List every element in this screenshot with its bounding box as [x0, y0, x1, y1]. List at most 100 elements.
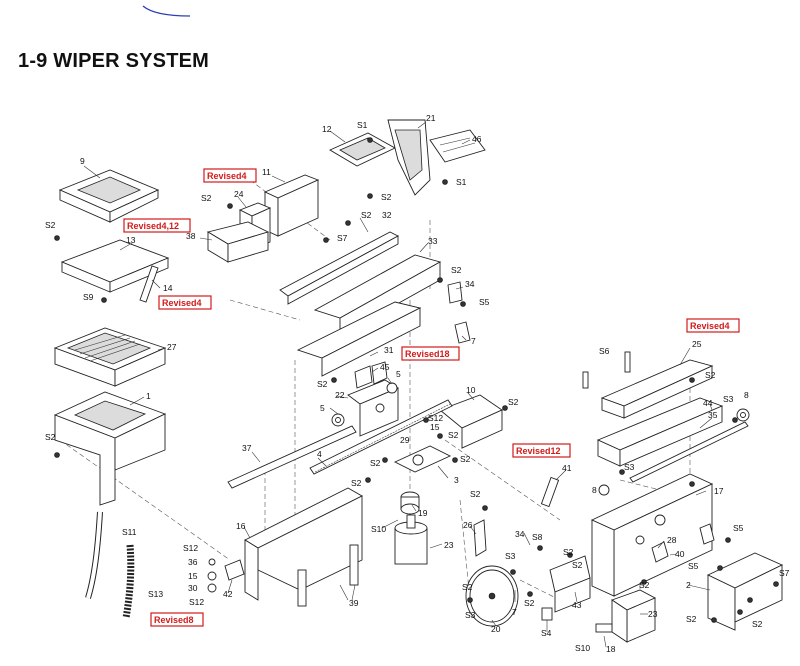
- part-28-40-clips: [651, 523, 715, 563]
- part-label: S2: [639, 580, 650, 590]
- part-label: S10: [371, 524, 386, 534]
- part-22-bearing-block: [347, 379, 399, 437]
- part-44-tray: [596, 397, 724, 467]
- part-label: 7: [471, 336, 476, 346]
- part-label: S7: [337, 233, 348, 243]
- part-label: S13: [148, 589, 163, 599]
- part-label: S2: [524, 598, 535, 608]
- part-7-connector: [454, 321, 471, 344]
- part-label: S2: [370, 458, 381, 468]
- part-36-30-washers: [207, 558, 217, 593]
- part-S4-clip: [541, 607, 553, 621]
- part-label: 36: [188, 557, 198, 567]
- part-label: S5: [479, 297, 490, 307]
- part-label: 32: [382, 210, 392, 220]
- revision-tags: Revised4 Revised4,12 Revised4 Revised18 …: [123, 168, 740, 627]
- part-label: 27: [167, 342, 177, 352]
- svg-text:Revised18: Revised18: [405, 349, 450, 359]
- part-label: 33: [428, 236, 438, 246]
- part-label: S3: [505, 551, 516, 561]
- part-label: 43: [572, 600, 582, 610]
- part-label: 7: [512, 607, 517, 617]
- part-label: 15: [188, 571, 198, 581]
- part-9-cover: [58, 169, 160, 223]
- part-label: 38: [186, 231, 196, 241]
- svg-text:Revised4: Revised4: [690, 321, 730, 331]
- part-S11-tube: [85, 511, 103, 599]
- part-labels: 9 S2 13 14 S9 27 1 S2 S11 S13 11 S2 24 3…: [45, 113, 790, 654]
- part-31-rail: [296, 301, 422, 377]
- revision-tag: Revised4: [158, 295, 212, 310]
- part-label: S8: [532, 532, 543, 542]
- part-label: S2: [201, 193, 212, 203]
- fasteners: [54, 137, 779, 623]
- part-label: S10: [575, 643, 590, 653]
- part-14-wiper-blade: [139, 265, 159, 303]
- part-label: 9: [80, 156, 85, 166]
- part-label: 8: [592, 485, 597, 495]
- svg-text:Revised8: Revised8: [154, 615, 194, 625]
- part-27-tray: [53, 327, 167, 387]
- part-label: S5: [733, 523, 744, 533]
- part-label: S2: [508, 397, 519, 407]
- leader-lines: [83, 121, 713, 648]
- part-label: S2: [572, 560, 583, 570]
- part-label: 16: [236, 521, 246, 531]
- part-label: 11: [262, 167, 271, 177]
- page-title: 1-9 WIPER SYSTEM: [18, 50, 210, 72]
- part-label: S2: [460, 454, 471, 464]
- part-label: S2: [470, 489, 481, 499]
- part-label: 8: [744, 390, 749, 400]
- part-label: 39: [349, 598, 359, 608]
- part-35-shaft: [629, 421, 749, 483]
- part-label: S9: [83, 292, 94, 302]
- part-10-cover: [439, 394, 503, 449]
- part-46-sheet: [429, 129, 486, 163]
- part-label: 35: [708, 410, 718, 420]
- part-19-pulley: [400, 491, 420, 515]
- part-label: 44: [703, 398, 713, 408]
- revision-tag: Revised4: [203, 168, 257, 183]
- svg-text:Revised4: Revised4: [162, 298, 202, 308]
- part-label: 22: [335, 390, 345, 400]
- part-39-brackets: [297, 544, 359, 607]
- part-label: S3: [465, 610, 476, 620]
- part-23-motor: [394, 514, 428, 565]
- part-6-screw: [582, 351, 631, 389]
- svg-text:Revised4: Revised4: [207, 171, 247, 181]
- svg-text:Revised12: Revised12: [516, 446, 561, 456]
- part-45-clamps: [354, 361, 388, 389]
- part-label: 29: [400, 435, 410, 445]
- part-label: 46: [472, 134, 482, 144]
- part-37-shaft: [227, 425, 357, 489]
- part-label: S2: [563, 547, 574, 557]
- part-8-gear: [598, 408, 750, 496]
- part-16-base-frame: [244, 487, 363, 601]
- part-label: S5: [688, 561, 699, 571]
- part-label: S2: [752, 619, 763, 629]
- part-label: S2: [361, 210, 372, 220]
- part-label: S2: [351, 478, 362, 488]
- part-label: 23: [648, 609, 658, 619]
- part-20-disc: [465, 565, 519, 627]
- part-43-bracket: [549, 555, 591, 613]
- part-label: 4: [317, 449, 322, 459]
- part-11-bracket: [263, 174, 320, 237]
- part-21-bracket: [387, 119, 431, 196]
- part-label: 28: [667, 535, 677, 545]
- pen-mark-icon: [142, 5, 191, 17]
- part-34-clip: [447, 281, 463, 304]
- part-2-bracket: [706, 552, 784, 631]
- part-label: 15: [430, 422, 440, 432]
- part-label: 34: [515, 529, 525, 539]
- part-label: S3: [723, 394, 734, 404]
- part-label: 26: [463, 520, 473, 530]
- part-label: S4: [541, 628, 552, 638]
- part-label: S7: [779, 568, 790, 578]
- part-label: 2: [686, 580, 691, 590]
- part-label: 30: [188, 583, 198, 593]
- part-1-frame: [53, 391, 167, 506]
- part-label: 37: [242, 443, 252, 453]
- part-label: S2: [462, 582, 473, 592]
